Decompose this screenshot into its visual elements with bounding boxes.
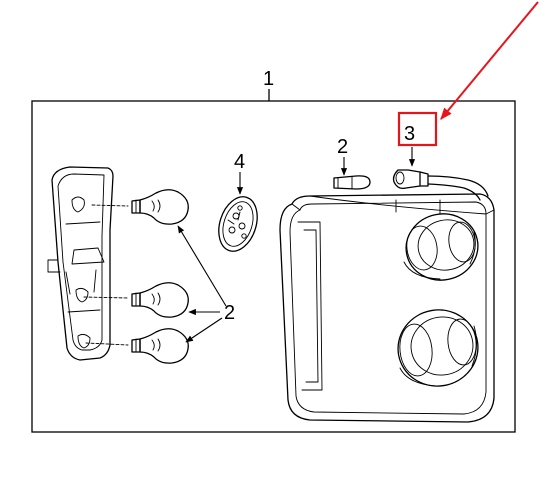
- callout-3-highlight-box: [397, 111, 438, 147]
- callout-4-label: 4: [234, 151, 245, 173]
- callout-3-label: 3: [404, 123, 415, 145]
- assembly-frame: [31, 100, 516, 433]
- bulb-top: [91, 189, 189, 225]
- bulb-holder: [218, 196, 258, 252]
- socket-plate: [47, 166, 114, 361]
- callout-2-upper-label: 2: [337, 136, 348, 158]
- lamp-housing: [279, 193, 495, 423]
- callout-2-lower-label: 2: [224, 302, 235, 324]
- wedge-bulb: [333, 175, 371, 190]
- callout-2-arrow-bottom: [185, 317, 223, 343]
- bulb-middle: [83, 282, 189, 318]
- callout-2-arrow-top: [177, 225, 227, 307]
- lens-lower: [397, 309, 479, 387]
- red-pointer-arrow: [440, 1, 539, 120]
- bulb-bottom: [85, 328, 189, 364]
- lens-upper: [403, 213, 479, 281]
- socket-with-wire: [392, 169, 489, 201]
- callout-1-label: 1: [263, 68, 274, 90]
